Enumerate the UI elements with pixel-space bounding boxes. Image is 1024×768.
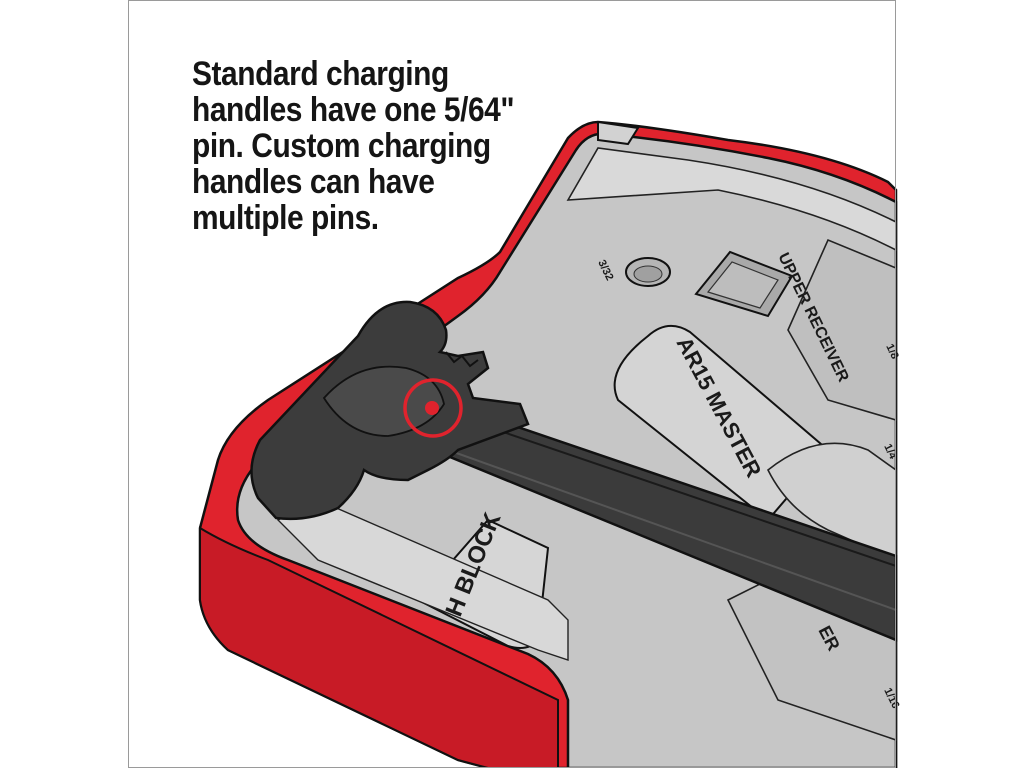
right-recess-mid xyxy=(766,442,897,562)
case-front-face xyxy=(199,526,559,768)
pin-dot xyxy=(425,401,439,415)
tray-lip xyxy=(276,499,569,661)
caption-line: pin. Custom charging xyxy=(192,127,491,165)
caption-text: Standard charging handles have one 5/64"… xyxy=(192,55,515,237)
right-recess-upper xyxy=(787,238,897,422)
caption-line: multiple pins. xyxy=(192,199,379,237)
caption-line: handles can have xyxy=(192,163,435,201)
caption-line: handles have one 5/64" xyxy=(192,91,515,129)
tray-tab xyxy=(597,120,640,146)
illustration-frame: AR15 MASTER H BLOCK UPPER RECEIVER 3/32 … xyxy=(128,0,901,768)
pin-highlight-ring xyxy=(403,378,463,438)
caption-line: Standard charging xyxy=(192,55,449,93)
tool-case-illustration: AR15 MASTER H BLOCK UPPER RECEIVER 3/32 … xyxy=(198,120,901,768)
